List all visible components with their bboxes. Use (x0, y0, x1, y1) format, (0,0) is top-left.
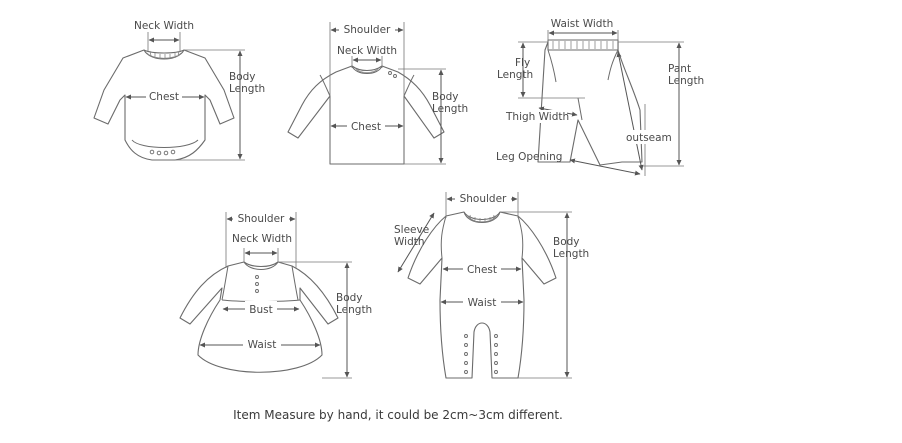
neck-width-label: Neck Width (232, 233, 292, 245)
romper-snap (494, 343, 498, 347)
pant-length-label-2: Length (668, 75, 704, 87)
dress-button (255, 289, 259, 293)
chest-label: Chest (149, 91, 179, 103)
bodysuit-snap (170, 149, 176, 155)
shoulder-label: Shoulder (238, 213, 285, 225)
pant-length-label: Pant (668, 63, 691, 75)
body-length-label: Body (432, 91, 459, 103)
fly-length-label: Fly (515, 57, 530, 69)
romper-snap (464, 370, 468, 374)
chest-label: Chest (351, 121, 381, 133)
neck-width-label: Neck Width (134, 20, 194, 32)
shoulder-label: Shoulder (460, 193, 507, 205)
bodysuit-diagram: Neck Width Body Length Chest (93, 20, 265, 161)
bodysuit-snap (163, 150, 169, 156)
romper-collar (463, 211, 501, 223)
body-length-label: Body (229, 71, 256, 83)
romper-snap (464, 334, 468, 338)
dress-button (255, 282, 259, 286)
body-length-label-2: Length (336, 304, 372, 316)
pants-outline (537, 41, 643, 166)
body-length-label: Body (553, 236, 580, 248)
pants-diagram: Waist Width Fly Length Pant Length Thigh… (496, 18, 704, 176)
body-length-label-2: Length (229, 83, 265, 95)
dress-outline (179, 261, 339, 373)
fly-length-label-2: Length (497, 69, 533, 81)
body-length-label: Body (336, 292, 363, 304)
sleeve-width-dimension (397, 212, 435, 273)
waist-label: Waist (248, 339, 277, 351)
dress-collar (243, 261, 279, 270)
waist-width-label: Waist Width (551, 18, 614, 30)
top-button (388, 71, 392, 75)
sleeve-width-label: Sleeve (394, 224, 429, 236)
sleeve-width-label-2: Width (394, 236, 425, 248)
measurement-note: Item Measure by hand, it could be 2cm~3c… (233, 408, 563, 422)
outseam-label: outseam (626, 132, 672, 144)
shoulder-label: Shoulder (344, 24, 391, 36)
top-outline (287, 65, 445, 165)
waist-label: Waist (468, 297, 497, 309)
leg-opening-label: Leg Opening (496, 151, 562, 163)
bodysuit-outline (93, 49, 235, 161)
romper-snap (464, 361, 468, 365)
bodysuit-collar (143, 49, 185, 60)
chest-label: Chest (467, 264, 497, 276)
leg-opening-dimension (569, 158, 641, 176)
top-collar (351, 65, 383, 74)
romper-snap (494, 370, 498, 374)
romper-snap (494, 361, 498, 365)
romper-snap (494, 352, 498, 356)
body-length-label-2: Length (432, 103, 468, 115)
bodysuit-snap-flap (131, 139, 199, 148)
thigh-width-label: Thigh Width (505, 111, 569, 123)
outseam-dimension (616, 51, 644, 171)
romper-snap (494, 334, 498, 338)
dress-diagram: Shoulder Neck Width Body Length Bust Wai… (179, 211, 372, 379)
bodysuit-snap (156, 150, 162, 156)
top-diagram: Shoulder Neck Width Body Length Chest (287, 22, 468, 165)
bust-label: Bust (249, 304, 272, 316)
dress-button (255, 275, 259, 279)
bodysuit-snap (149, 149, 155, 155)
romper-snap (464, 352, 468, 356)
neck-width-label: Neck Width (337, 45, 397, 57)
romper-snap (464, 343, 468, 347)
body-length-label-2: Length (553, 248, 589, 260)
romper-diagram: Shoulder Sleeve Width Body Length Chest … (394, 191, 589, 379)
top-button (393, 74, 397, 78)
